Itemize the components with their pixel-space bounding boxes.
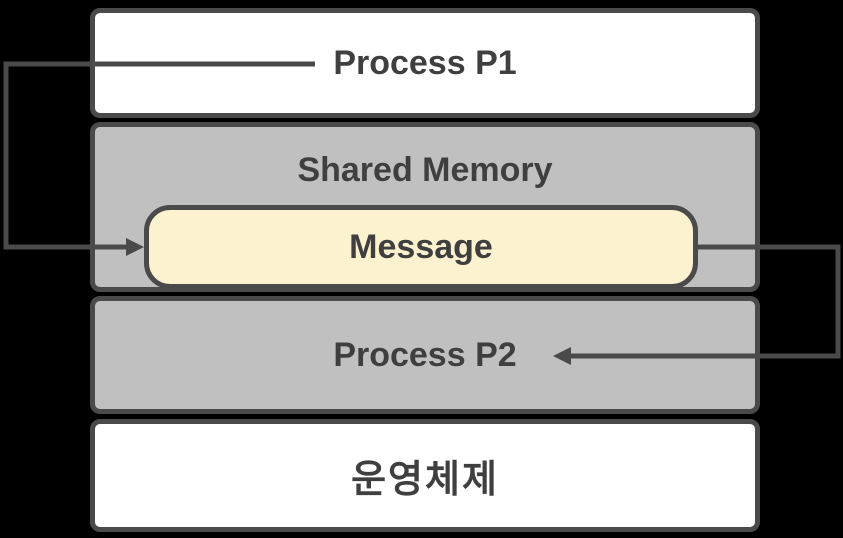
process-p2-label: Process P2	[333, 335, 517, 374]
message-label: Message	[349, 227, 493, 266]
shared-memory-label: Shared Memory	[297, 151, 553, 189]
process-p2-box: Process P2	[90, 296, 760, 414]
operating-system-label: 운영체제	[351, 459, 499, 501]
process-p1-box: Process P1	[90, 8, 760, 118]
message-box: Message	[144, 205, 698, 289]
process-p1-label: Process P1	[333, 43, 517, 82]
operating-system-box: 운영체제	[90, 419, 760, 532]
